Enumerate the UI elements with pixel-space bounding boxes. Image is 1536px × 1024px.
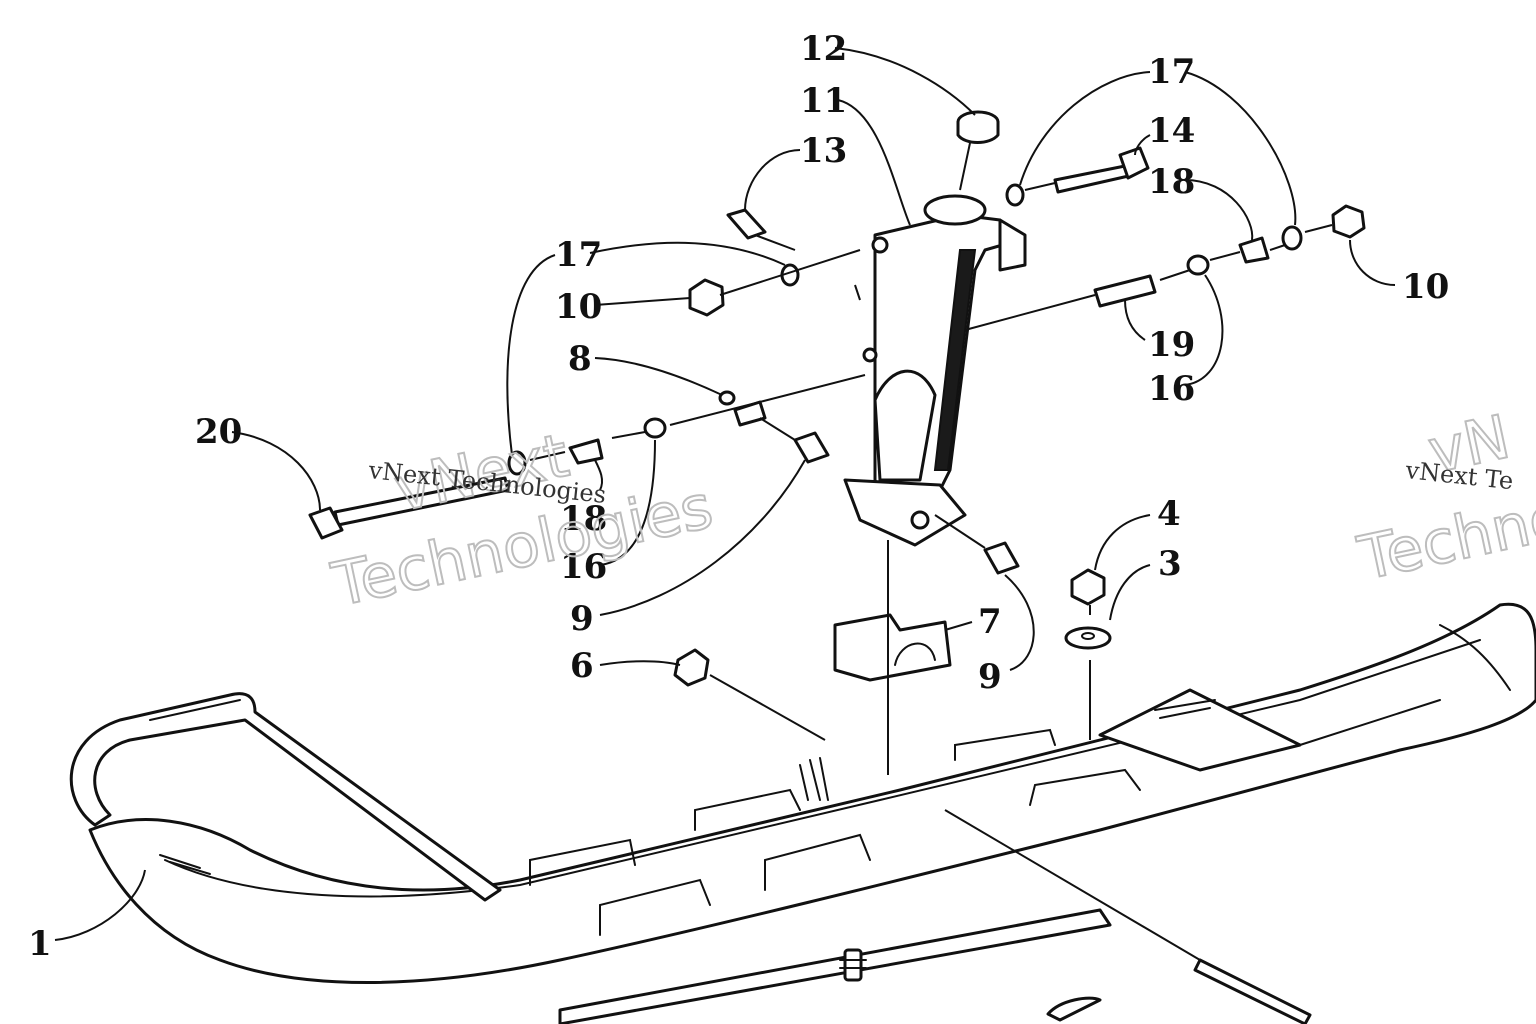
- callout-12: 12: [800, 29, 847, 69]
- callout-13: 13: [800, 131, 847, 171]
- callout-1: 1: [28, 924, 52, 964]
- lock-washer-upper: [1005, 183, 1025, 207]
- bumper: [673, 648, 710, 687]
- callout-7: 7: [978, 602, 1002, 642]
- callout-16-right: 16: [1148, 369, 1195, 409]
- callout-17-left: 17: [555, 235, 602, 275]
- steering-bolt: [1053, 146, 1150, 194]
- callout-16-left: 16: [560, 547, 607, 587]
- hex-nut-right: [1331, 204, 1366, 239]
- spindle: [843, 194, 1027, 547]
- callout-10-left: 10: [555, 287, 602, 327]
- ski-body: [88, 602, 1536, 1024]
- callout-6: 6: [570, 646, 594, 686]
- callout-17-top: 17: [1148, 52, 1195, 92]
- bottom-bolt: [1193, 958, 1312, 1024]
- callout-10-right: 10: [1402, 267, 1449, 307]
- callout-4: 4: [1157, 494, 1181, 534]
- spacer-left: [643, 417, 667, 439]
- lock-nut: [1070, 568, 1106, 606]
- cotter-pin: [1046, 996, 1102, 1022]
- ski-saddle: [833, 613, 952, 682]
- wear-bar-stud: [839, 948, 867, 982]
- ski-loop-handle: [69, 692, 502, 902]
- callout-11: 11: [800, 81, 847, 121]
- ski-bushing-upper: [793, 431, 830, 464]
- callout-9-upper: 9: [570, 599, 594, 639]
- hex-nut-left: [688, 278, 725, 317]
- grease-fitting: [726, 208, 767, 240]
- pin: [1093, 274, 1157, 308]
- callout-18-right: 18: [1148, 162, 1195, 202]
- callout-18-left: 18: [560, 499, 607, 539]
- washer-left: [507, 450, 527, 476]
- spindle-cap: [956, 110, 1000, 144]
- bushing-left: [568, 438, 604, 465]
- callout-leaders: [54, 47, 1396, 941]
- watermark-right-big-2: Techno: [1352, 482, 1536, 594]
- callout-20: 20: [195, 412, 242, 452]
- long-bolt: [308, 476, 510, 540]
- callout-3: 3: [1158, 544, 1182, 584]
- spacer-right: [1186, 254, 1210, 276]
- bushing-right: [1238, 236, 1270, 264]
- ski-bushing-lower: [983, 541, 1020, 575]
- callout-numbers: 1 3 4 6 7 8 9 9 9 10 10 11 12 13 14 16 1…: [28, 29, 1449, 964]
- callout-8: 8: [568, 339, 592, 379]
- callout-9-lower: 9: [978, 657, 1002, 697]
- spring-pin: [718, 390, 767, 427]
- assembly-lines: [529, 142, 1333, 961]
- callout-19: 19: [1148, 325, 1195, 365]
- callout-14: 14: [1148, 111, 1195, 151]
- flat-washer: [1064, 626, 1112, 650]
- lock-washer-right: [1281, 225, 1303, 251]
